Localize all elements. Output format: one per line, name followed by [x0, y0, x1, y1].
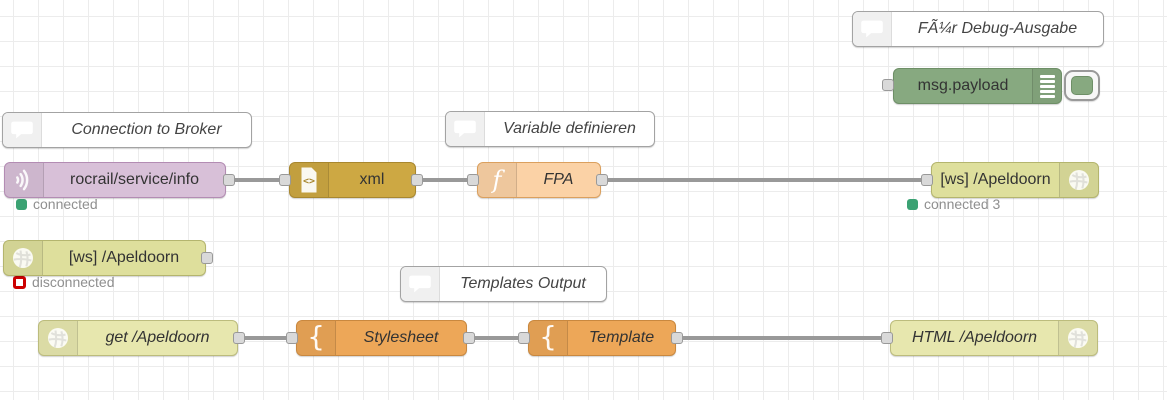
curly-brace-icon: {: [529, 321, 568, 355]
debug-input-port[interactable]: [882, 79, 894, 91]
websocket-out-label: [ws] /Apeldoorn: [940, 171, 1051, 188]
curly-brace-icon: {: [297, 321, 336, 355]
websocket-in-node[interactable]: [ws] /Apeldoorn: [3, 240, 206, 276]
template-stylesheet-input-port[interactable]: [286, 332, 298, 344]
code-file-icon: <>: [290, 163, 329, 197]
function-input-port[interactable]: [467, 174, 479, 186]
xml-node-label: xml: [359, 171, 385, 188]
xml-input-port[interactable]: [279, 174, 291, 186]
mqtt-status: connected: [16, 196, 98, 212]
function-f-icon: f: [478, 163, 517, 197]
template-stylesheet-output-port[interactable]: [463, 332, 475, 344]
list-lines-icon: [1032, 69, 1061, 103]
status-text: disconnected: [32, 274, 115, 290]
comment-label: Variable definieren: [503, 120, 636, 137]
http-response-label: HTML /Apeldoorn: [911, 329, 1038, 346]
debug-toggle-indicator: [1071, 76, 1093, 95]
comment-node-broker[interactable]: Connection to Broker: [2, 112, 252, 148]
globe-icon: [1059, 163, 1098, 197]
comment-node-templates[interactable]: Templates Output: [400, 266, 607, 302]
debug-node[interactable]: msg.payload: [893, 68, 1062, 104]
globe-icon: [39, 321, 78, 355]
xml-node[interactable]: <> xml: [289, 162, 416, 198]
status-text: connected: [33, 196, 98, 212]
mqtt-node-label: rocrail/service/info: [70, 171, 199, 188]
function-node[interactable]: f FPA: [477, 162, 601, 198]
http-in-label: get /Apeldoorn: [105, 329, 210, 346]
function-node-label: FPA: [543, 171, 574, 188]
template-node-stylesheet[interactable]: { Stylesheet: [296, 320, 467, 356]
connected-status-icon: [907, 198, 918, 210]
speech-bubble-icon: [446, 112, 485, 146]
svg-text:<>: <>: [303, 176, 315, 187]
signal-waves-icon: [5, 163, 44, 197]
function-output-port[interactable]: [596, 174, 608, 186]
comment-label: FÃ¼r Debug-Ausgabe: [917, 20, 1078, 37]
mqtt-output-port[interactable]: [223, 174, 235, 186]
websocket-out-status: connected 3: [907, 196, 1000, 212]
template-stylesheet-label: Stylesheet: [363, 329, 439, 346]
websocket-out-input-port[interactable]: [921, 174, 933, 186]
http-in-output-port[interactable]: [233, 332, 245, 344]
websocket-in-output-port[interactable]: [201, 252, 213, 264]
disconnected-status-icon: [13, 275, 26, 289]
globe-icon: [1058, 321, 1097, 355]
mqtt-in-node[interactable]: rocrail/service/info: [4, 162, 226, 198]
template-node-main[interactable]: { Template: [528, 320, 676, 356]
debug-node-label: msg.payload: [917, 77, 1009, 94]
http-response-node[interactable]: HTML /Apeldoorn: [890, 320, 1098, 356]
speech-bubble-icon: [401, 267, 440, 301]
template-main-output-port[interactable]: [671, 332, 683, 344]
globe-icon: [4, 241, 43, 275]
xml-output-port[interactable]: [411, 174, 423, 186]
template-main-input-port[interactable]: [518, 332, 530, 344]
comment-label: Templates Output: [460, 275, 586, 292]
http-in-node[interactable]: get /Apeldoorn: [38, 320, 238, 356]
websocket-out-node[interactable]: [ws] /Apeldoorn: [931, 162, 1099, 198]
comment-node-debug-output[interactable]: FÃ¼r Debug-Ausgabe: [852, 11, 1104, 47]
comment-node-variable[interactable]: Variable definieren: [445, 111, 655, 147]
comment-label: Connection to Broker: [71, 121, 222, 138]
connected-status-icon: [16, 198, 27, 210]
template-main-label: Template: [588, 329, 655, 346]
speech-bubble-icon: [853, 12, 892, 46]
http-response-input-port[interactable]: [881, 332, 893, 344]
websocket-in-label: [ws] /Apeldoorn: [68, 249, 180, 266]
websocket-in-status: disconnected: [13, 274, 115, 290]
speech-bubble-icon: [3, 113, 42, 147]
debug-enable-toggle[interactable]: [1064, 70, 1100, 101]
status-text: connected 3: [924, 196, 1001, 212]
